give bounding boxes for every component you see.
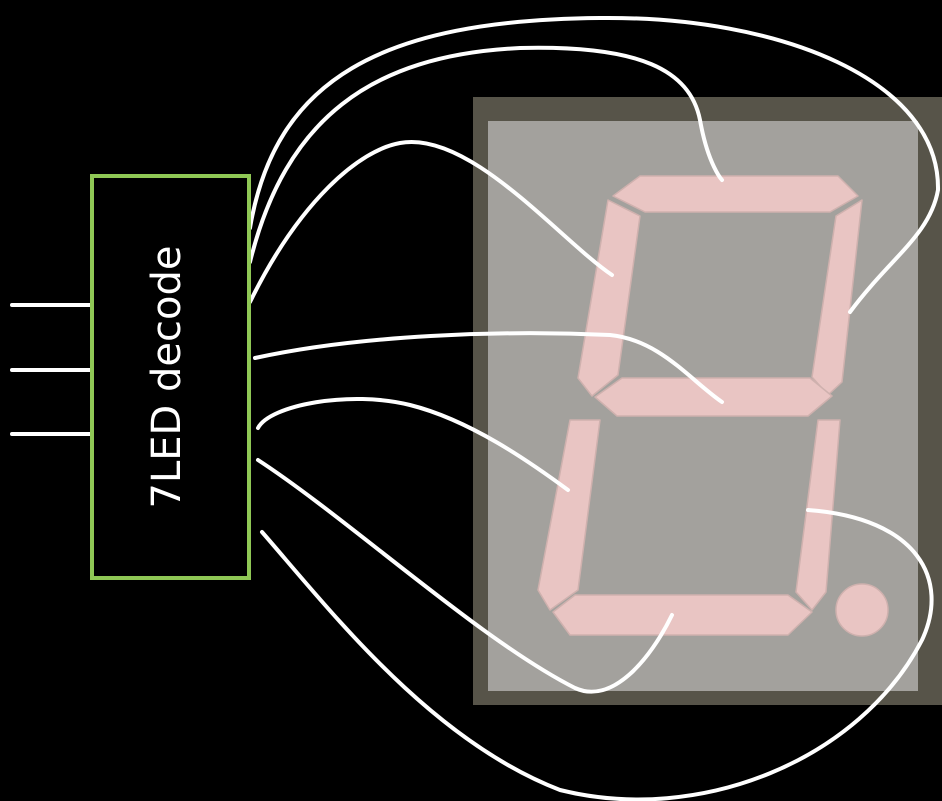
- decoder-box: [90, 174, 251, 580]
- segment-d: [552, 594, 813, 636]
- wire-to-segment-e: [256, 396, 570, 492]
- segment-dp: [835, 583, 889, 637]
- wire-to-segment-b: [248, 15, 941, 314]
- decoder-output-wires: [248, 15, 941, 801]
- wire-to-segment-g: [253, 331, 724, 404]
- segment-f: [577, 199, 641, 397]
- segment-e: [537, 419, 601, 611]
- wire-to-segment-d: [256, 458, 674, 694]
- decoder-label: 7LED decode: [144, 246, 190, 509]
- decoder-input-lines: [10, 303, 94, 436]
- wire-to-segment-a: [248, 45, 724, 264]
- segment-c: [795, 419, 841, 611]
- decoder-block: 7LED decode: [90, 174, 251, 580]
- seven-segment-display: [473, 97, 942, 705]
- wire-to-segment-f: [248, 139, 614, 304]
- wire-to-segment-c: [260, 508, 934, 801]
- segment-a: [612, 175, 859, 213]
